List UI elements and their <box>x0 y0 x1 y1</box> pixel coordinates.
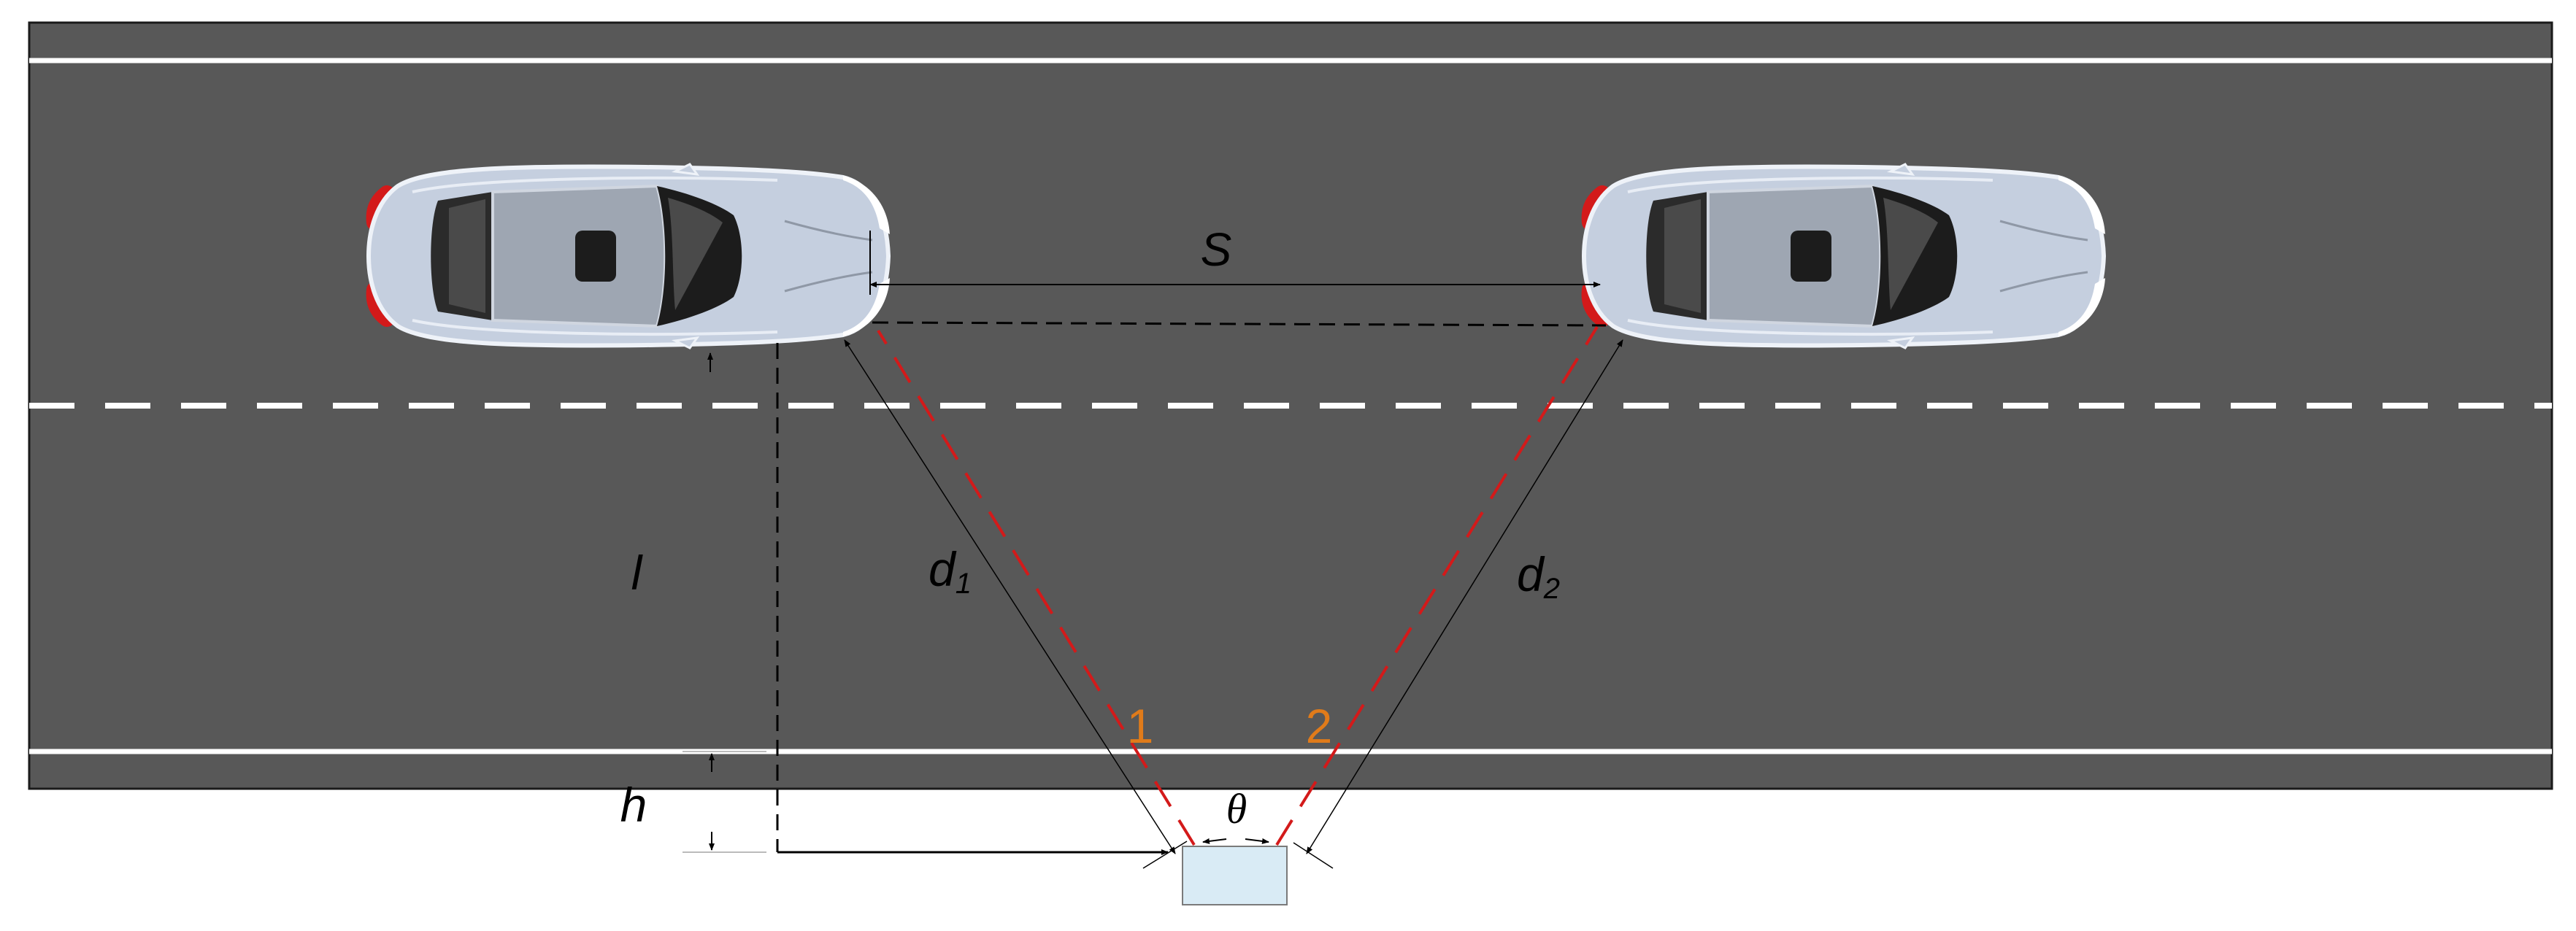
distance-2-label: d2 <box>1517 547 1560 605</box>
beam-2-number: 2 <box>1306 699 1333 753</box>
distance-1-tick <box>1142 841 1188 869</box>
spacing-label: S <box>1201 223 1232 276</box>
car-rear-icon <box>1584 164 2105 348</box>
distance-2-tick <box>1293 842 1334 869</box>
distance-2-line <box>1306 339 1623 854</box>
beam-1-number: 1 <box>1127 699 1154 753</box>
lateral-distance-label: l <box>631 546 644 600</box>
angle-label: θ <box>1226 785 1247 833</box>
angle-arrow-left <box>1202 838 1227 844</box>
car-front-icon <box>369 164 890 348</box>
angle-arrow-right <box>1245 838 1269 844</box>
distance-1-label: d1 <box>928 542 972 600</box>
sensor-box-icon <box>1182 846 1288 905</box>
sensor-offset-label: h <box>620 778 647 832</box>
distance-1-line <box>844 339 1176 854</box>
front-reference-dashed <box>872 321 1607 327</box>
